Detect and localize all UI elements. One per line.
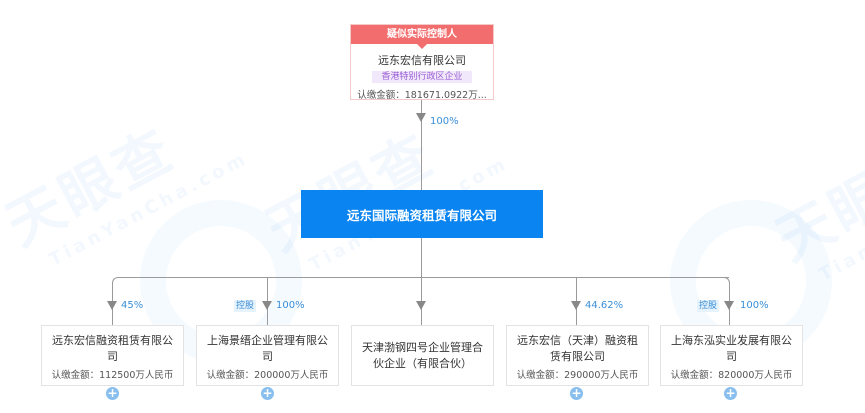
subsidiary-card[interactable]: 上海景缙企业管理有限公司 认缴金额：200000万人民币 [196,325,339,386]
subsidiary-card[interactable]: 天津渤钢四号企业管理合伙企业（有限合伙） [351,325,494,386]
arrow-down-icon [416,113,426,122]
plus-circle-icon[interactable]: + [724,386,737,400]
watermark: 天眼查 TianYanCha.com [766,131,865,286]
arrow-down-icon [571,301,581,310]
holding-badge: 控股 [697,300,720,312]
branch-corner [112,277,120,285]
controller-name[interactable]: 远东宏信有限公司 [378,54,466,67]
child-percent: 44.62% [585,300,624,311]
connector-line [421,238,422,325]
controller-header: 疑似实际控制人 [351,25,493,49]
subsidiary-name: 上海景缙企业管理有限公司 [207,334,328,363]
subsidiary-card[interactable]: 上海东泓实业发展有限公司 认缴金额：820000万人民币 [660,325,803,386]
subsidiary-amount: 认缴金额：820000万人民币 [670,370,793,381]
child-percent: 45% [121,300,144,311]
child-percent: 100% [740,300,769,311]
arrow-down-icon [107,301,117,310]
subsidiary-card[interactable]: 远东宏信融资租赁有限公司 认缴金额：112500万人民币 [41,325,184,386]
actual-controller-card[interactable]: 疑似实际控制人 远东宏信有限公司 香港特别行政区企业 认缴金额：181671.0… [350,24,494,101]
plus-circle-icon[interactable]: + [261,386,274,400]
watermark: 天眼查 TianYanCha.com [0,116,253,271]
controller-percent: 100% [430,116,459,127]
subsidiary-amount: 认缴金额：112500万人民币 [51,370,174,381]
branch-line [120,277,729,278]
main-company-node[interactable]: 远东国际融资租赁有限公司 [301,190,543,238]
subsidiary-amount: 认缴金额：200000万人民币 [206,370,329,381]
plus-circle-icon[interactable]: + [106,386,119,400]
arrow-down-icon [416,301,426,310]
subsidiary-name: 天津渤钢四号企业管理合伙企业（有限合伙） [362,341,483,370]
connector-line [421,100,422,190]
main-company-name: 远东国际融资租赁有限公司 [346,207,497,223]
subsidiary-amount: 认缴金额：290000万人民币 [516,370,639,381]
branch-corner [722,277,730,285]
subsidiary-name: 上海东泓实业发展有限公司 [671,334,792,363]
subsidiary-name: 远东宏信融资租赁有限公司 [52,334,173,363]
subsidiary-name: 远东宏信（天津）融资租赁有限公司 [517,334,638,363]
holding-badge: 控股 [234,300,257,312]
arrow-down-icon [262,301,272,310]
plus-circle-icon[interactable]: + [570,386,583,400]
region-tag: 香港特别行政区企业 [372,71,472,83]
controller-amount: 认缴金额：181671.0922万... [357,90,487,101]
watermark: 天眼查 TianYanCha.com [250,81,512,285]
child-percent: 100% [276,300,305,311]
arrow-down-icon [724,301,734,310]
subsidiary-card[interactable]: 远东宏信（天津）融资租赁有限公司 认缴金额：290000万人民币 [506,325,649,386]
